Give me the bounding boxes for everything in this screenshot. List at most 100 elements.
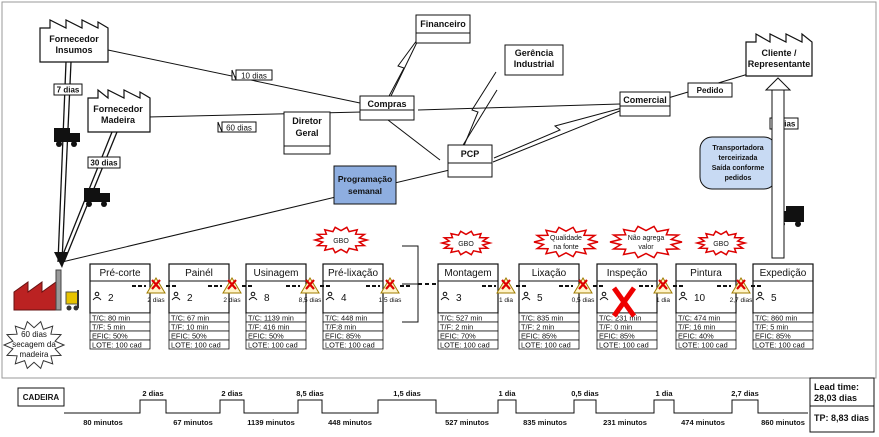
operator-count: 3 [456,293,462,304]
process-efic: EFIC: 85% [521,331,557,340]
process-efic: EFIC: 50% [171,331,207,340]
timeline-wait: 1 dia [655,389,673,398]
process-lote: LOTE: 100 cad [755,340,805,349]
process-name: Pré-lixação [328,268,378,279]
process-efic: EFIC: 40% [678,331,714,340]
process-name: Montagem [444,268,491,279]
operator-count: 10 [694,293,706,304]
timeline-wait: 1,5 dias [393,389,421,398]
factory-icon [13,269,62,311]
operator-icon [678,291,688,301]
process-name: Painél [185,268,213,279]
lead-time-box: Lead time: 28,03 dias TP: 8,83 dias [809,377,875,433]
operator-icon [440,291,450,301]
flag-10-dias: 10 dias [231,69,273,81]
timeline-wait: 2,7 dias [731,389,759,398]
operator-icon [171,291,181,301]
process-tc: T/C: 474 min [678,313,720,322]
process-tf: T/F: 2 min [440,322,473,331]
process-lote: LOTE: 100 cad [171,340,221,349]
operator-count: 5 [537,293,543,304]
flag-7-dias-insumos: 7 dias [53,83,83,96]
electronic-flow-pcp-gerencia [462,71,497,149]
inventory-label: 0,5 dias [572,297,596,304]
kaizen-qualidade-line2: na fonte [553,244,578,251]
truck-icon [54,128,80,147]
compras-label: Compras [367,99,406,109]
comercial-box: Comercial [619,91,671,117]
process-lote: LOTE: 100 cad [248,340,298,349]
pedido-box: Pedido [687,82,733,98]
parallel-bracket [402,245,419,323]
comercial-label: Comercial [623,95,667,105]
forklift-icon [65,290,79,311]
gerencia-line1: Gerência [515,48,555,58]
pedido-label: Pedido [697,86,724,95]
programacao-line2: semanal [348,186,382,196]
process-name: Pré-corte [99,268,141,279]
diretor-line1: Diretor [292,116,322,126]
kaizen-burst-gbo: GBO [694,230,748,256]
timeline-wait: 8,5 dias [296,389,324,398]
inventory-4: 1,5 dias [366,277,410,304]
kaizen-burst-nao-agrega: Não agrega valor [609,225,683,259]
shipment-arrow [764,77,792,259]
kaizen-nao-agrega-line2: valor [638,244,654,251]
flag-7-dias-insumos-label: 7 dias [57,86,80,95]
kaizen-gbo-label: GBO [713,241,729,248]
fornecedor-madeira-line2: Madeira [101,115,136,125]
timeline-wait: 2 dias [221,389,242,398]
inventory-label: 1 dia [499,297,513,304]
operator-icon [92,291,102,301]
process-efic: EFIC: 85% [755,331,791,340]
gerencia-box: Gerência Industrial [504,44,564,76]
diretor-box: Diretor Geral [283,111,331,155]
timeline-process-time: 860 minutos [761,418,805,427]
inventory-1: 2 dias [132,277,176,304]
secagem-line2: secagem da [12,340,56,349]
process-tf: T/F:8 min [325,322,356,331]
process-lote: LOTE: 100 cad [678,340,728,349]
fornecedor-madeira-line1: Fornecedor [93,104,143,114]
process-tf: T/F: 0 min [599,322,632,331]
process-tf: T/F: 5 min [92,322,125,331]
kaizen-burst-gbo: GBO [312,226,370,254]
process-tf: T/F: 416 min [248,322,289,331]
financeiro-box: Financeiro [415,14,471,44]
process-name: Expedição [760,268,807,279]
operator-count: 4 [341,293,347,304]
timeline-process-time: 474 minutos [681,418,725,427]
timeline-process-time: 67 minutos [173,418,213,427]
secagem-burst: 60 dias secagem da madeira [2,320,66,370]
total-processing-time: TP: 8,83 dias [814,413,869,423]
secagem-line1: 60 dias [21,330,47,339]
flag-10-dias-label: 10 dias [241,72,267,81]
flag-60-dias-label: 60 dias [226,124,252,133]
timeline-product-label: CADEIRA [23,393,60,402]
operator-count: 5 [771,293,777,304]
process-efic: EFIC: 85% [599,331,635,340]
secagem-line3: madeira [20,350,49,359]
kaizen-gbo-label: GBO [333,238,349,245]
fornecedor-insumos-line1: Fornecedor [49,34,99,44]
process-efic: EFIC: 85% [325,331,361,340]
compras-box: Compras [359,95,415,121]
truck-icon [84,188,110,207]
transportadora-line4: pedidos [725,175,752,182]
timeline-ladder [64,399,808,414]
process-lote: LOTE: 100 cad [599,340,649,349]
pcp-box: PCP [447,144,493,178]
pcp-label: PCP [461,149,480,159]
operator-icon [755,291,765,301]
process-tf: T/F: 5 min [755,322,788,331]
timeline-wait: 1 dia [498,389,516,398]
electronic-flow-compras-financeiro [387,35,421,99]
process-name: Lixação [532,268,567,279]
